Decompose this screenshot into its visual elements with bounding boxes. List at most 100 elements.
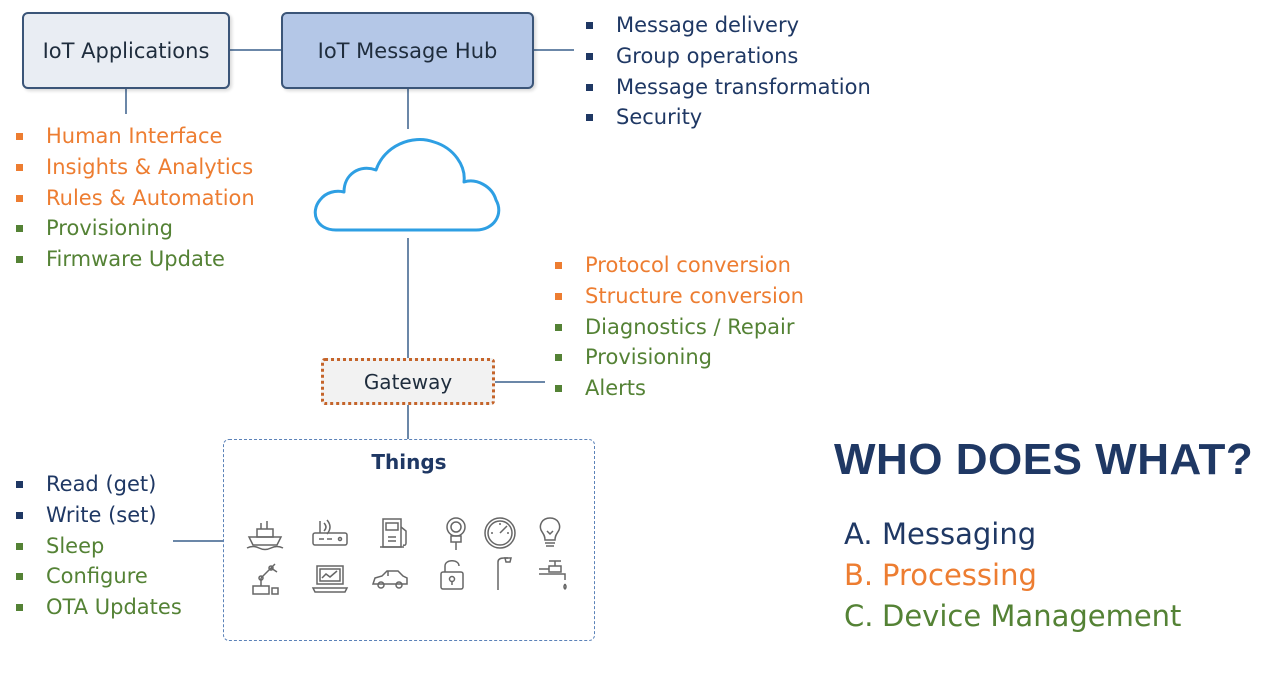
cloud-icon (308, 128, 508, 240)
gateway-box: Gateway (321, 358, 495, 405)
list-item: Rules & Automation (16, 183, 255, 214)
bullet-icon (16, 256, 23, 264)
bullet-icon (586, 83, 593, 91)
list-item: OTA Updates (16, 592, 182, 623)
bullet-icon (586, 22, 593, 29)
list-item-label: Group operations (616, 43, 799, 68)
list-item: Group operations (586, 41, 871, 72)
parking-meter-icon (436, 515, 476, 551)
list-item: Diagnostics / Repair (555, 312, 804, 343)
connector-hub-cloud (407, 89, 409, 129)
app-feature-list: Human Interface Insights & Analytics Rul… (16, 121, 255, 275)
faucet-icon (535, 556, 575, 592)
bullet-icon (16, 194, 23, 202)
list-item-label: Read (get) (46, 472, 157, 496)
legend-label: Messaging (882, 517, 1037, 551)
ship-icon (245, 515, 285, 551)
list-item-label: Provisioning (46, 216, 173, 241)
gateway-feature-list: Protocol conversion Structure conversion… (555, 250, 804, 404)
bullet-icon (16, 225, 23, 233)
list-item: Protocol conversion (555, 250, 804, 281)
legend-letter: A. (844, 517, 873, 551)
headline: WHO DOES WHAT? (834, 435, 1254, 484)
list-item: Configure (16, 561, 182, 592)
list-item-label: Message delivery (616, 13, 800, 37)
laptop-icon (310, 560, 350, 596)
legend-item-processing: B.Processing (844, 555, 1181, 596)
connector-gateway-things (407, 405, 409, 439)
legend-label: Device Management (882, 599, 1182, 633)
list-item: Provisioning (555, 342, 804, 373)
list-item-label: Human Interface (46, 124, 223, 148)
bullet-icon (586, 114, 593, 122)
iot-message-hub-box: IoT Message Hub (281, 12, 534, 89)
street-lamp-icon (480, 556, 520, 592)
car-icon (370, 560, 410, 596)
list-item-label: Write (set) (46, 502, 157, 527)
iot-applications-box: IoT Applications (22, 12, 230, 89)
connector-gateway-features (495, 381, 545, 383)
bullet-icon (555, 354, 562, 362)
things-box: Things (223, 439, 595, 641)
bullet-icon (586, 52, 593, 60)
list-item-label: Provisioning (585, 345, 712, 370)
list-item-label: OTA Updates (46, 595, 182, 620)
list-item: Alerts (555, 373, 804, 404)
bullet-icon (16, 133, 23, 140)
padlock-icon (432, 556, 472, 592)
legend-letter: C. (844, 599, 874, 633)
bullet-icon (555, 262, 562, 269)
bullet-icon (16, 542, 23, 550)
iot-message-hub-label: IoT Message Hub (317, 38, 498, 63)
list-item-label: Protocol conversion (585, 253, 791, 277)
connector-cloud-gateway (407, 238, 409, 358)
list-item-label: Alerts (585, 376, 646, 401)
list-item-label: Security (616, 105, 703, 130)
list-item-label: Firmware Update (46, 247, 225, 272)
list-item: Message delivery (586, 10, 871, 41)
list-item-label: Configure (46, 564, 148, 589)
list-item: Human Interface (16, 121, 255, 152)
connector-things-features (173, 540, 223, 542)
hub-feature-list: Message delivery Group operations Messag… (586, 10, 871, 133)
thing-feature-list: Read (get) Write (set) Sleep Configure O… (16, 469, 182, 623)
list-item-label: Diagnostics / Repair (585, 314, 795, 339)
connector-apps-hub (230, 49, 281, 51)
bullet-icon (555, 323, 562, 331)
fuel-pump-icon (375, 515, 415, 551)
bullet-icon (555, 292, 562, 300)
list-item: Security (586, 102, 871, 133)
connector-apps-features (125, 89, 127, 114)
legend-label: Processing (882, 558, 1037, 592)
list-item-label: Sleep (46, 533, 105, 558)
bullet-icon (16, 511, 23, 519)
list-item-label: Rules & Automation (46, 185, 255, 210)
list-item: Write (set) (16, 500, 182, 531)
legend: A. Messaging B.Processing C.Device Manage… (844, 514, 1181, 637)
list-item-label: Structure conversion (585, 283, 804, 308)
bullet-icon (16, 573, 23, 581)
connector-hub-features (534, 49, 574, 51)
gauge-icon (480, 515, 520, 551)
bullet-icon (555, 385, 562, 393)
legend-item-device-management: C.Device Management (844, 596, 1181, 637)
legend-item-messaging: A. Messaging (844, 514, 1181, 555)
list-item: Read (get) (16, 469, 182, 500)
list-item: Sleep (16, 531, 182, 562)
bullet-icon (16, 481, 23, 488)
robot-arm-icon (245, 560, 285, 596)
bullet-icon (16, 604, 23, 612)
bullet-icon (16, 163, 23, 171)
list-item-label: Insights & Analytics (46, 154, 254, 179)
things-title: Things (371, 450, 447, 474)
gateway-label: Gateway (363, 369, 453, 394)
iot-applications-label: IoT Applications (42, 38, 210, 63)
list-item: Insights & Analytics (16, 152, 255, 183)
list-item: Firmware Update (16, 244, 255, 275)
legend-letter: B. (844, 558, 874, 592)
light-bulb-icon (530, 515, 570, 551)
list-item: Provisioning (16, 213, 255, 244)
list-item: Structure conversion (555, 281, 804, 312)
list-item: Message transformation (586, 72, 871, 103)
router-icon (310, 515, 350, 551)
